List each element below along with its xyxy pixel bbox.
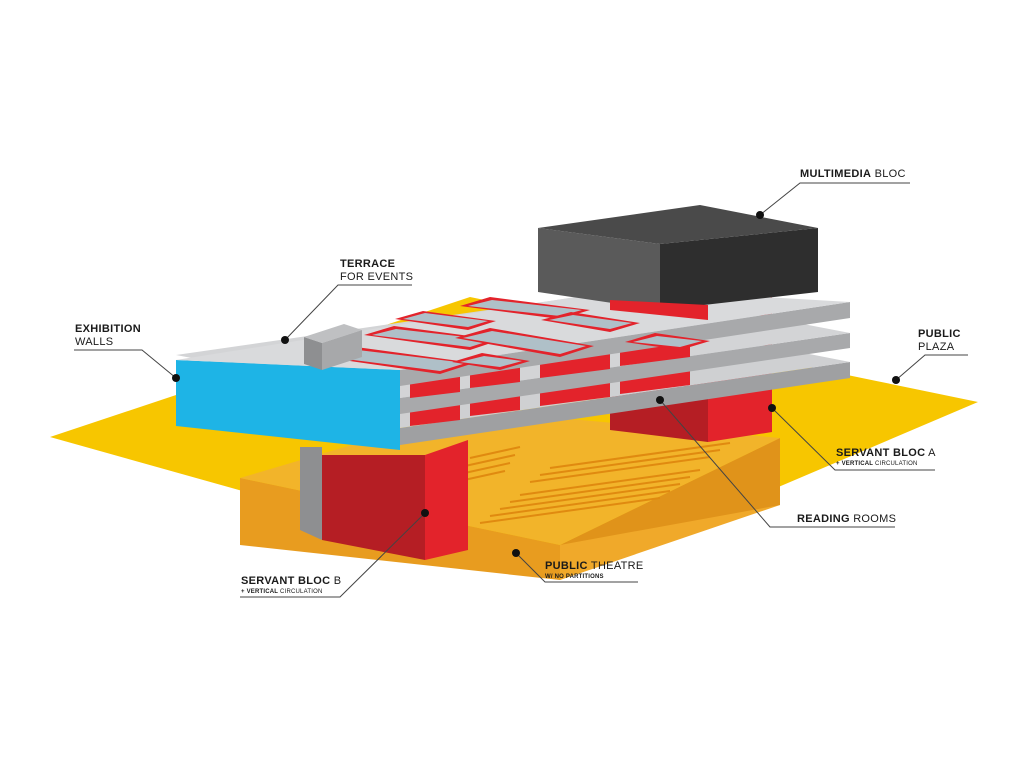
- dot-exhibition: [172, 374, 180, 382]
- label-reading-rooms: READING ROOMS: [797, 513, 897, 525]
- servant-bloc-b: [300, 440, 468, 560]
- dot-servant-a: [768, 404, 776, 412]
- multimedia-bloc: [538, 205, 818, 320]
- leader-terrace: [284, 284, 412, 341]
- label-multimedia: MULTIMEDIA BLOC: [800, 168, 906, 180]
- leader-theatre: [515, 552, 638, 583]
- label-servant-bloc-a: SERVANT BLOC A + VERTICAL CIRCULATION: [836, 447, 936, 467]
- label-public-theatre: PUBLIC THEATRE W/ NO PARTITIONS: [545, 560, 644, 580]
- leader-servant-b: [240, 512, 426, 598]
- label-exhibition: EXHIBITION WALLS: [75, 323, 141, 348]
- leader-exhibition: [74, 349, 177, 379]
- exhibition-wall: [176, 360, 400, 450]
- dot-theatre: [512, 549, 520, 557]
- dot-reading: [656, 396, 664, 404]
- leader-multimedia: [759, 182, 910, 216]
- dot-servant-b: [421, 509, 429, 517]
- leader-dots: [172, 211, 900, 557]
- leader-plaza: [895, 354, 968, 381]
- label-servant-bloc-b: SERVANT BLOC B + VERTICAL CIRCULATION: [241, 575, 342, 595]
- terrace-block: [304, 324, 362, 370]
- label-terrace: TERRACE FOR EVENTS: [340, 258, 414, 283]
- dot-terrace: [281, 336, 289, 344]
- leader-servant-a: [771, 407, 935, 471]
- leader-reading: [659, 399, 895, 528]
- leader-lines: [74, 182, 968, 598]
- dot-multimedia: [756, 211, 764, 219]
- dot-plaza: [892, 376, 900, 384]
- label-public-plaza: PUBLIC PLAZA: [918, 328, 961, 353]
